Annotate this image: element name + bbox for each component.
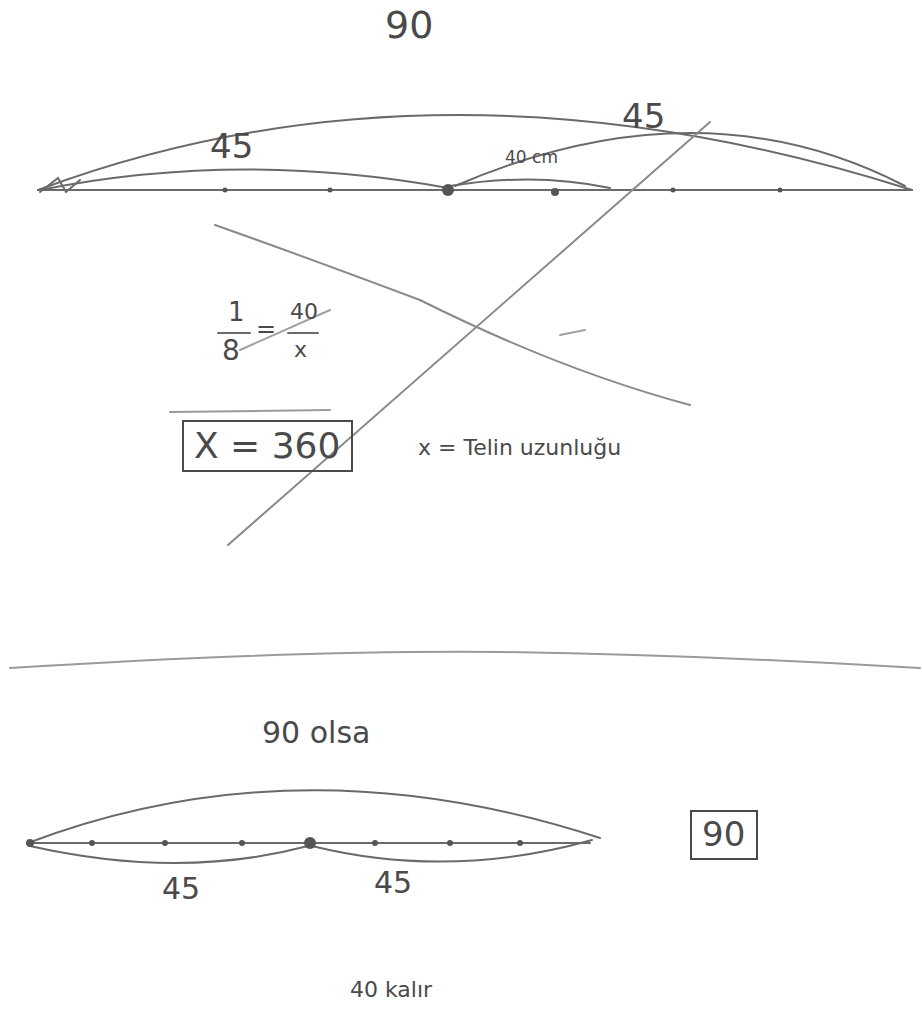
arc [450, 179, 610, 188]
cross-line [215, 225, 690, 405]
arc [38, 115, 912, 190]
arc [312, 840, 592, 862]
arc [30, 846, 308, 863]
handwritten-label: 1 [228, 298, 245, 327]
fraction-bar [288, 332, 318, 334]
fraction-bar [218, 332, 250, 334]
handwritten-label: 45 [210, 128, 253, 165]
handwritten-label: 90 [385, 5, 433, 47]
scribble [40, 178, 80, 192]
handwritten-label: 90 olsa [262, 716, 370, 749]
handwritten-label: 40 cm [505, 148, 558, 167]
handwritten-label: 45 [374, 866, 412, 899]
stroke [170, 410, 330, 412]
cross-line [228, 122, 710, 545]
answer-box: X = 360 [182, 420, 353, 472]
dots [223, 184, 783, 196]
handwritten-label: 40 [290, 300, 318, 324]
handwritten-label: 40 kalır [350, 978, 432, 1002]
handwritten-label: = [256, 316, 276, 342]
answer-text: 90 [702, 816, 746, 853]
answer-text: X = 360 [194, 426, 341, 466]
arc [28, 790, 600, 843]
handwritten-label: x [294, 338, 307, 362]
handwritten-label: x = Telin uzunluğu [418, 436, 621, 460]
dots [26, 837, 523, 849]
handwritten-label: 45 [162, 872, 200, 905]
separator [10, 652, 920, 668]
answer-box: 90 [690, 810, 758, 860]
handwritten-label: 45 [622, 98, 665, 135]
arc [455, 133, 905, 186]
arc [40, 169, 448, 190]
stroke [560, 330, 585, 335]
handwritten-label: 8 [222, 336, 240, 367]
